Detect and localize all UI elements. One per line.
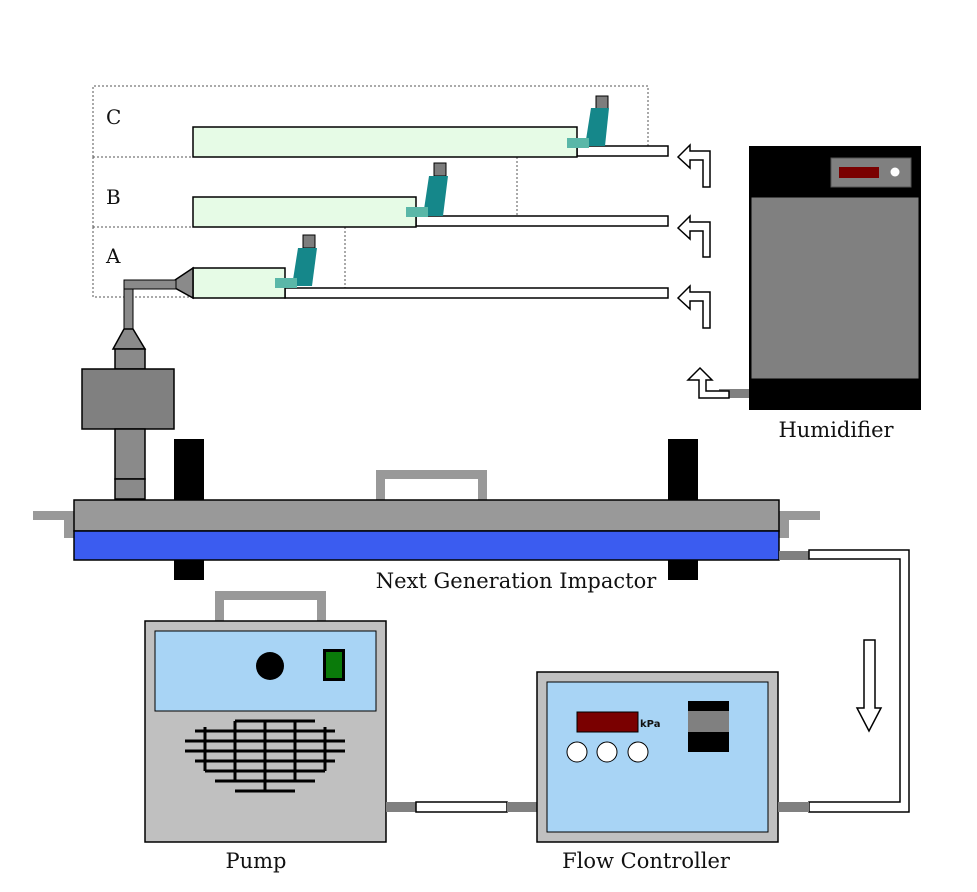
- impactor-clamp-left: [174, 439, 204, 501]
- knob-icon[interactable]: [256, 652, 284, 680]
- induction-port: [81, 266, 194, 500]
- spacer-config-b: [192, 162, 669, 228]
- controller-port-left: [507, 802, 537, 812]
- humidifier: [686, 146, 921, 410]
- impactor-label: Next Generation Impactor: [376, 569, 657, 593]
- impactor-handle: [376, 470, 487, 500]
- config-outlines: [92, 85, 649, 298]
- controller-button-2[interactable]: [596, 741, 618, 763]
- airflow-arrows: [676, 143, 711, 329]
- impactor-base: [73, 530, 780, 561]
- controller-port-right: [778, 802, 809, 812]
- humidifier-indicator-icon: [890, 167, 900, 177]
- spacer-a: [192, 267, 286, 299]
- hollow-arrow-icon: [676, 143, 711, 188]
- flow-valve-switch[interactable]: [688, 701, 729, 752]
- pump-label: Pump: [225, 849, 286, 873]
- config-c-label: C: [106, 105, 121, 129]
- pressure-unit-label: kPa: [640, 719, 660, 730]
- inhaler-b-icon: [406, 162, 448, 217]
- impactor: [33, 439, 820, 580]
- pump-port: [386, 802, 416, 812]
- config-a-outline: [92, 227, 346, 298]
- vent-grille-icon: [185, 719, 345, 793]
- controller-button-1[interactable]: [566, 741, 588, 763]
- config-b-outline: [93, 156, 518, 215]
- hollow-arrow-icon: [855, 639, 883, 733]
- humidifier-outlet: [719, 389, 749, 398]
- hollow-arrow-icon: [686, 366, 730, 399]
- preseparator: [81, 368, 175, 430]
- pressure-display: [576, 711, 639, 733]
- impactor-lid: [73, 499, 780, 532]
- spacer-config-c: [192, 95, 669, 158]
- hollow-arrow-icon: [676, 214, 711, 258]
- config-b-label: B: [106, 185, 121, 209]
- spacer-c: [192, 126, 578, 158]
- humidifier-label: Humidifier: [778, 418, 894, 442]
- flow-controller-label: Flow Controller: [562, 849, 731, 873]
- spacer-config-a: [192, 234, 669, 299]
- impactor-outlet: [779, 551, 809, 560]
- humidifier-display: [839, 167, 879, 178]
- config-a-label: A: [105, 244, 121, 268]
- inhaler-a-icon: [275, 234, 317, 288]
- impactor-outlet-tubing: [808, 549, 910, 813]
- spacer-b: [192, 196, 417, 228]
- pump: [144, 591, 416, 843]
- hollow-arrow-icon: [676, 284, 711, 329]
- air-tube-c: [576, 145, 669, 157]
- pump-tubing: [415, 801, 508, 813]
- pump-handle: [215, 591, 326, 621]
- inhaler-c-icon: [567, 95, 609, 148]
- air-tube-b: [415, 215, 669, 227]
- air-tube-a: [284, 287, 669, 299]
- controller-button-3[interactable]: [627, 741, 649, 763]
- config-c-outline: [92, 85, 649, 157]
- flow-controller: kPa: [536, 671, 809, 843]
- impactor-clamp-right: [668, 439, 698, 501]
